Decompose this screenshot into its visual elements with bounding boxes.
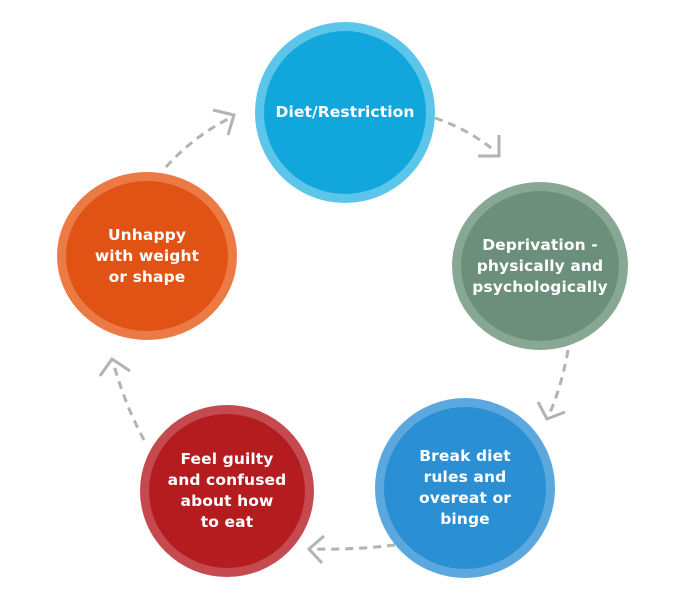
arrow-head xyxy=(306,534,325,565)
node-label: Diet/Restriction xyxy=(275,103,415,121)
arrow-shaft xyxy=(164,115,233,169)
arrow-unhappy-to-diet xyxy=(164,108,236,169)
arrow-diet-to-deprivation xyxy=(434,116,501,158)
arrow-shaft xyxy=(311,543,396,551)
node-break-diet: Break diet rules and overeat or binge xyxy=(375,398,555,578)
node-unhappy: Unhappy with weight or shape xyxy=(57,172,237,340)
arrow-shaft xyxy=(434,116,497,154)
arrow-head xyxy=(478,135,501,158)
arrow-shaft xyxy=(547,349,570,416)
node-feel-guilty: Feel guilty and confused about how to ea… xyxy=(140,405,314,577)
node-label: Break diet rules and overeat or binge xyxy=(419,447,511,528)
node-label: Deprivation - physically and psychologic… xyxy=(472,235,608,296)
arrow-head xyxy=(98,356,131,377)
arrow-deprivation-to-break xyxy=(536,349,570,421)
arrow-guilty-to-unhappy xyxy=(98,356,146,441)
node-label: Unhappy with weight or shape xyxy=(94,225,200,286)
arrow-head xyxy=(212,108,236,136)
arrow-break-to-guilty xyxy=(306,534,396,565)
arrow-shaft xyxy=(111,361,146,441)
node-label: Feel guilty and confused about how to ea… xyxy=(167,450,287,531)
node-deprivation: Deprivation - physically and psychologic… xyxy=(452,182,628,350)
node-diet-restriction: Diet/Restriction xyxy=(255,22,435,203)
arrow-head xyxy=(536,401,566,421)
